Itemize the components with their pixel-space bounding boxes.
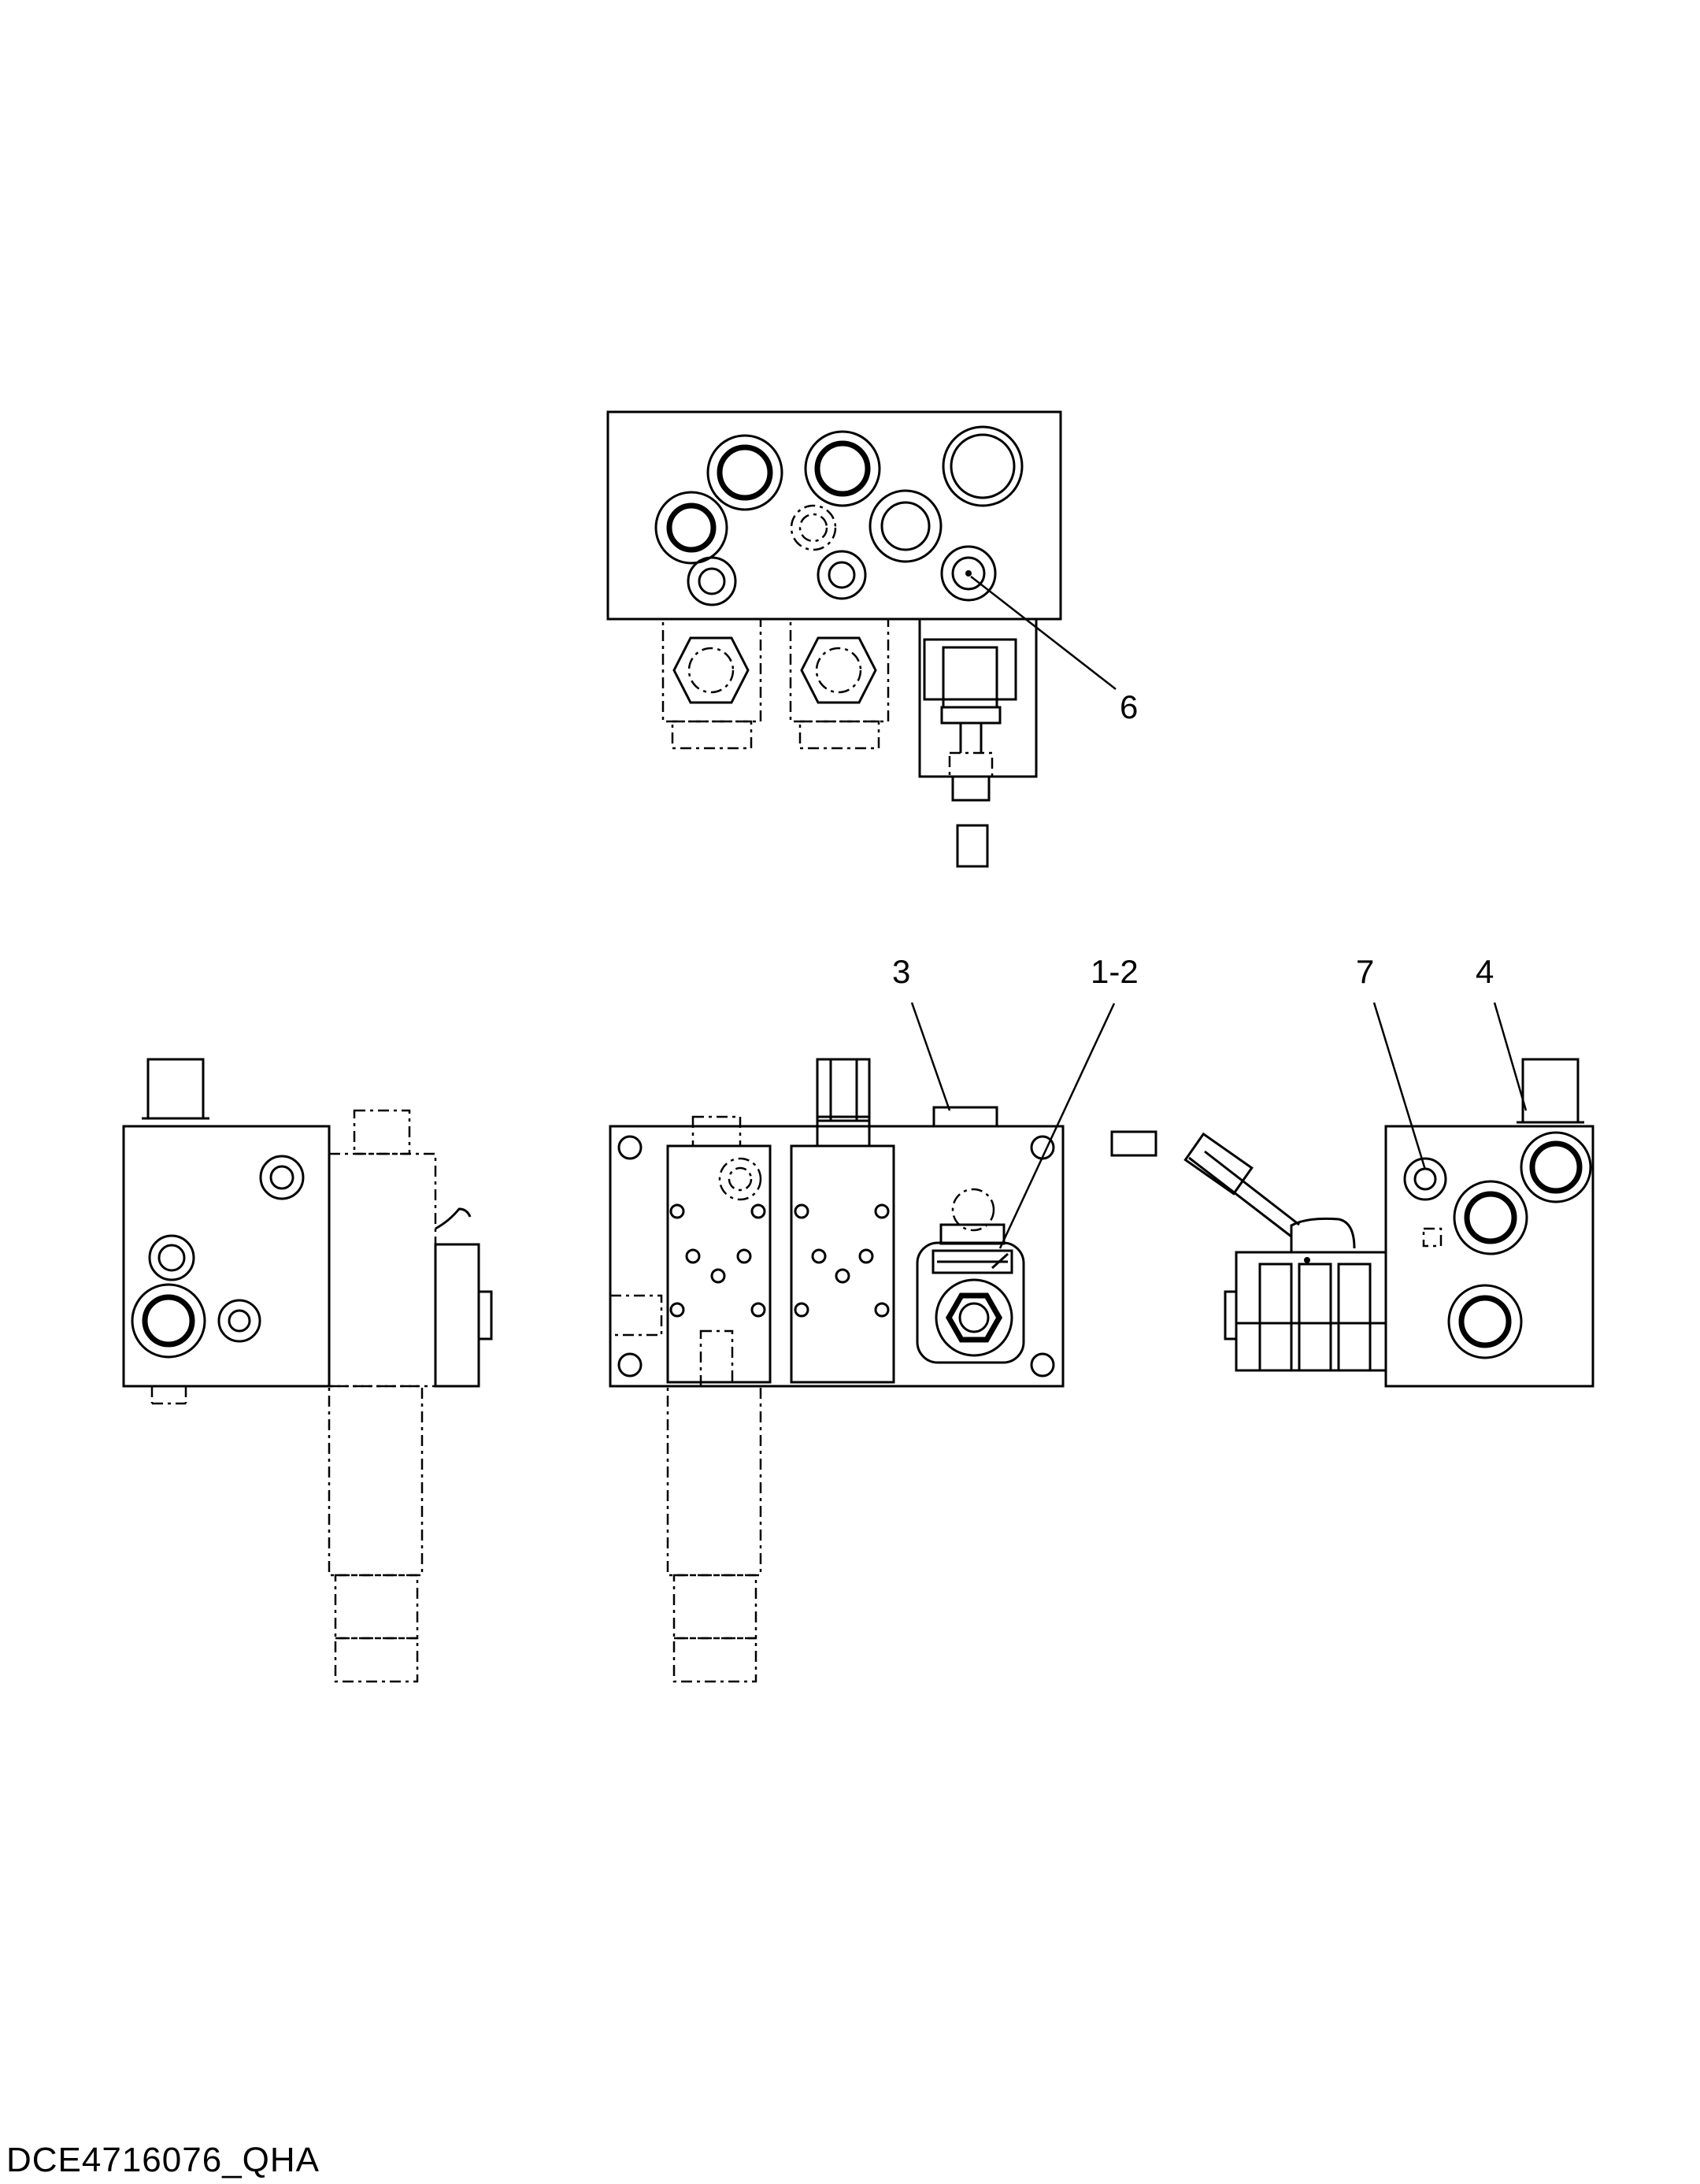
document-id-label: DCE4716076_QHA	[6, 2141, 320, 2179]
front-view	[609, 1058, 1065, 1683]
callout-4: 4	[1476, 953, 1494, 990]
callout-6: 6	[1120, 688, 1138, 725]
callout-leaders	[910, 576, 1528, 1249]
left-side-view	[122, 1058, 493, 1683]
right-side-view	[1110, 1058, 1594, 1388]
callout-3: 3	[892, 953, 910, 990]
callout-1-2: 1-2	[1091, 953, 1139, 990]
top-view	[606, 410, 1062, 868]
callout-7: 7	[1356, 953, 1374, 990]
